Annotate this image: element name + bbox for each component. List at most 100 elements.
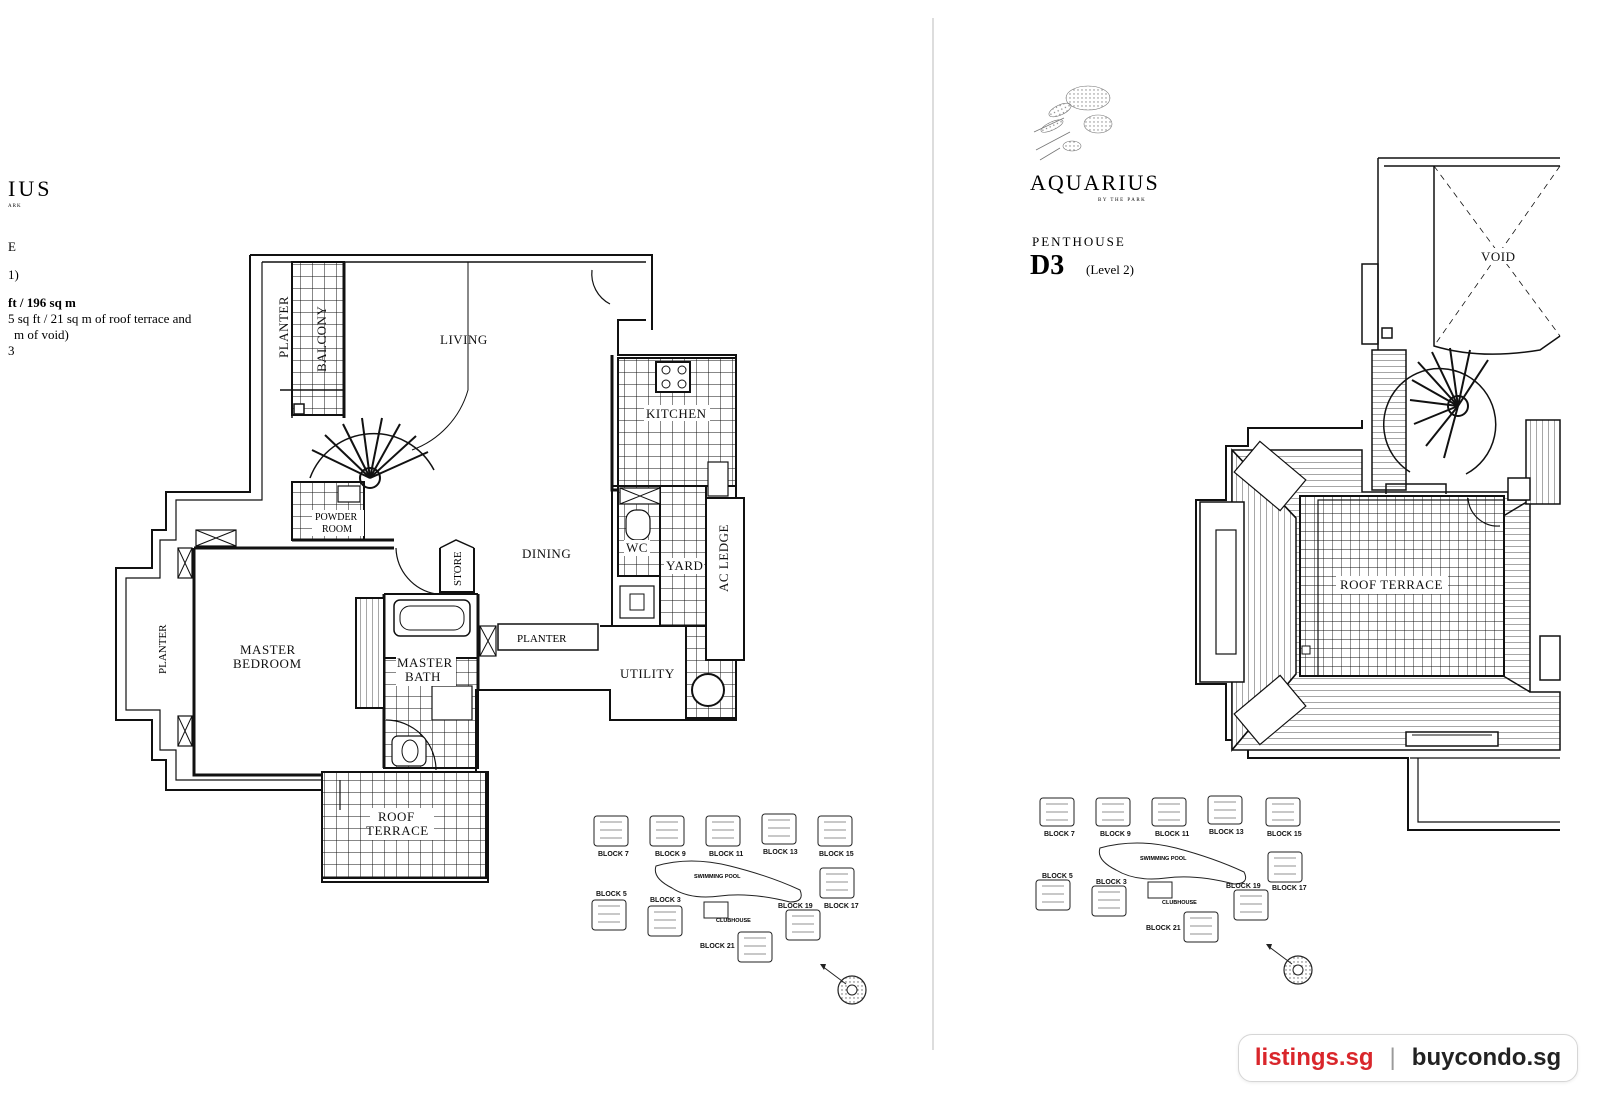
site-block15: BLOCK 15 (819, 851, 854, 858)
block-shape (649, 815, 685, 847)
watermark-listings: listings.sg (1254, 1044, 1374, 1071)
label-utility: UTILITY (620, 666, 675, 681)
left-level-fragment: 1) (8, 267, 19, 282)
site-clubhouse: CLUBHOUSE (1162, 900, 1197, 906)
left-area-detail-2: m of void) (14, 327, 69, 342)
left-brand-sub-fragment: ARK (8, 204, 22, 209)
site-block9: BLOCK 9 (655, 851, 686, 858)
label-roof-terrace: ROOF TERRACE (1340, 577, 1443, 592)
block-shape (785, 909, 821, 941)
wc-toilet (625, 509, 651, 541)
right-type: PENTHOUSE (1032, 234, 1126, 249)
site-block13: BLOCK 13 (763, 849, 798, 856)
label-powder-2: ROOM (322, 524, 352, 535)
site-clubhouse: CLUBHOUSE (716, 918, 751, 924)
watermark-buycondo: buycondo.sg (1411, 1044, 1562, 1071)
label-dining: DINING (522, 546, 571, 561)
label-planter-left: PLANTER (157, 624, 169, 674)
site-block3: BLOCK 3 (1096, 879, 1127, 886)
block-shape (593, 815, 629, 847)
right-unit: D3 (1030, 250, 1064, 281)
right-north-compass-icon (1266, 944, 1313, 985)
label-balcony: BALCONY (314, 306, 329, 372)
site-block3: BLOCK 3 (650, 897, 681, 904)
left-area-main: ft / 196 sq m (8, 295, 76, 310)
straight-stair (1371, 349, 1407, 491)
right-brand-sub: BY THE PARK (1098, 198, 1146, 203)
left-room-labels: PLANTER BALCONY LIVING KITCHEN POWDER RO… (157, 296, 731, 840)
right-brand: AQUARIUS (1030, 170, 1160, 195)
left-block-grid-lines (598, 819, 848, 955)
kitchen-sink (707, 461, 729, 497)
label-roof-terrace-1: ROOF (378, 809, 415, 824)
label-store: STORE (452, 551, 464, 586)
aquarius-logo-icon (1033, 85, 1113, 161)
label-powder-1: POWDER (315, 512, 358, 523)
label-master-bath-2: BATH (405, 669, 441, 684)
site-block15: BLOCK 15 (1267, 831, 1302, 838)
label-kitchen: KITCHEN (646, 406, 707, 421)
label-master-bedroom-1: MASTER (240, 642, 296, 657)
label-yard: YARD (666, 558, 703, 573)
block-shape (1035, 879, 1071, 911)
pool-shape (654, 860, 802, 903)
block-shape (1183, 911, 1219, 943)
site-block5: BLOCK 5 (596, 891, 627, 898)
site-block7: BLOCK 7 (598, 851, 629, 858)
utility-heater (691, 673, 725, 707)
site-block11: BLOCK 11 (1155, 831, 1189, 838)
block-shape (1267, 851, 1303, 883)
left-page-header: IUS ARK E 1) ft / 196 sq m 5 sq ft / 21 … (8, 176, 192, 358)
clubhouse-shape (703, 901, 729, 919)
block-shape (705, 815, 741, 847)
site-block17: BLOCK 17 (824, 903, 859, 910)
label-void: VOID (1481, 249, 1516, 264)
label-wc: WC (626, 540, 648, 555)
site-block21: BLOCK 21 (700, 943, 735, 950)
right-site-plan: BLOCK 7 BLOCK 9 BLOCK 11 BLOCK 13 BLOCK … (1035, 795, 1313, 985)
kitchen-hob (655, 361, 691, 393)
block-shape (647, 905, 683, 937)
yard-tiles (659, 485, 707, 627)
site-block9: BLOCK 9 (1100, 831, 1131, 838)
label-planter-mid: PLANTER (517, 633, 567, 645)
right-floor-plan (1195, 157, 1561, 831)
left-spiral-stair (309, 417, 435, 489)
right-room-labels: VOID ROOF TERRACE (1336, 248, 1522, 594)
site-pool: SWIMMING POOL (694, 874, 741, 880)
ac-ledge-box (705, 497, 745, 661)
site-pool: SWIMMING POOL (1140, 856, 1187, 862)
pool-shape (1098, 842, 1247, 885)
watermark-badge: listings.sg | buycondo.sg (1238, 1034, 1578, 1082)
watermark-separator: | (1389, 1044, 1396, 1071)
right-page-header: AQUARIUS BY THE PARK PENTHOUSE D3 (Level… (1030, 85, 1160, 281)
label-ac-ledge: AC LEDGE (716, 524, 731, 592)
site-block17: BLOCK 17 (1272, 885, 1307, 892)
block-shape (591, 899, 627, 931)
left-site-plan: BLOCK 7 BLOCK 9 BLOCK 11 BLOCK 13 BLOCK … (591, 813, 867, 1005)
left-floor-plan (115, 254, 745, 883)
block-shape (817, 815, 853, 847)
block-shape (1091, 885, 1127, 917)
site-block19: BLOCK 19 (778, 903, 813, 910)
right-level: (Level 2) (1086, 262, 1134, 277)
site-block19: BLOCK 19 (1226, 883, 1261, 890)
site-block7: BLOCK 7 (1044, 831, 1075, 838)
block-shape (1233, 889, 1269, 921)
left-area-detail-1: 5 sq ft / 21 sq m of roof terrace and (8, 311, 192, 326)
left-detail-3: 3 (8, 343, 15, 358)
label-master-bedroom-2: BEDROOM (233, 656, 302, 671)
site-block21: BLOCK 21 (1146, 925, 1181, 932)
label-master-bath-1: MASTER (397, 655, 453, 670)
label-living: LIVING (440, 332, 488, 347)
block-shape (819, 867, 855, 899)
left-brand-fragment: IUS (8, 176, 52, 201)
left-type-fragment: E (8, 239, 16, 254)
wardrobe (355, 597, 385, 709)
right-block-grid-lines (1042, 801, 1296, 935)
block-shape (761, 813, 797, 845)
block-shape (737, 931, 773, 963)
label-roof-terrace-2: TERRACE (366, 823, 429, 838)
site-block11: BLOCK 11 (709, 851, 743, 858)
